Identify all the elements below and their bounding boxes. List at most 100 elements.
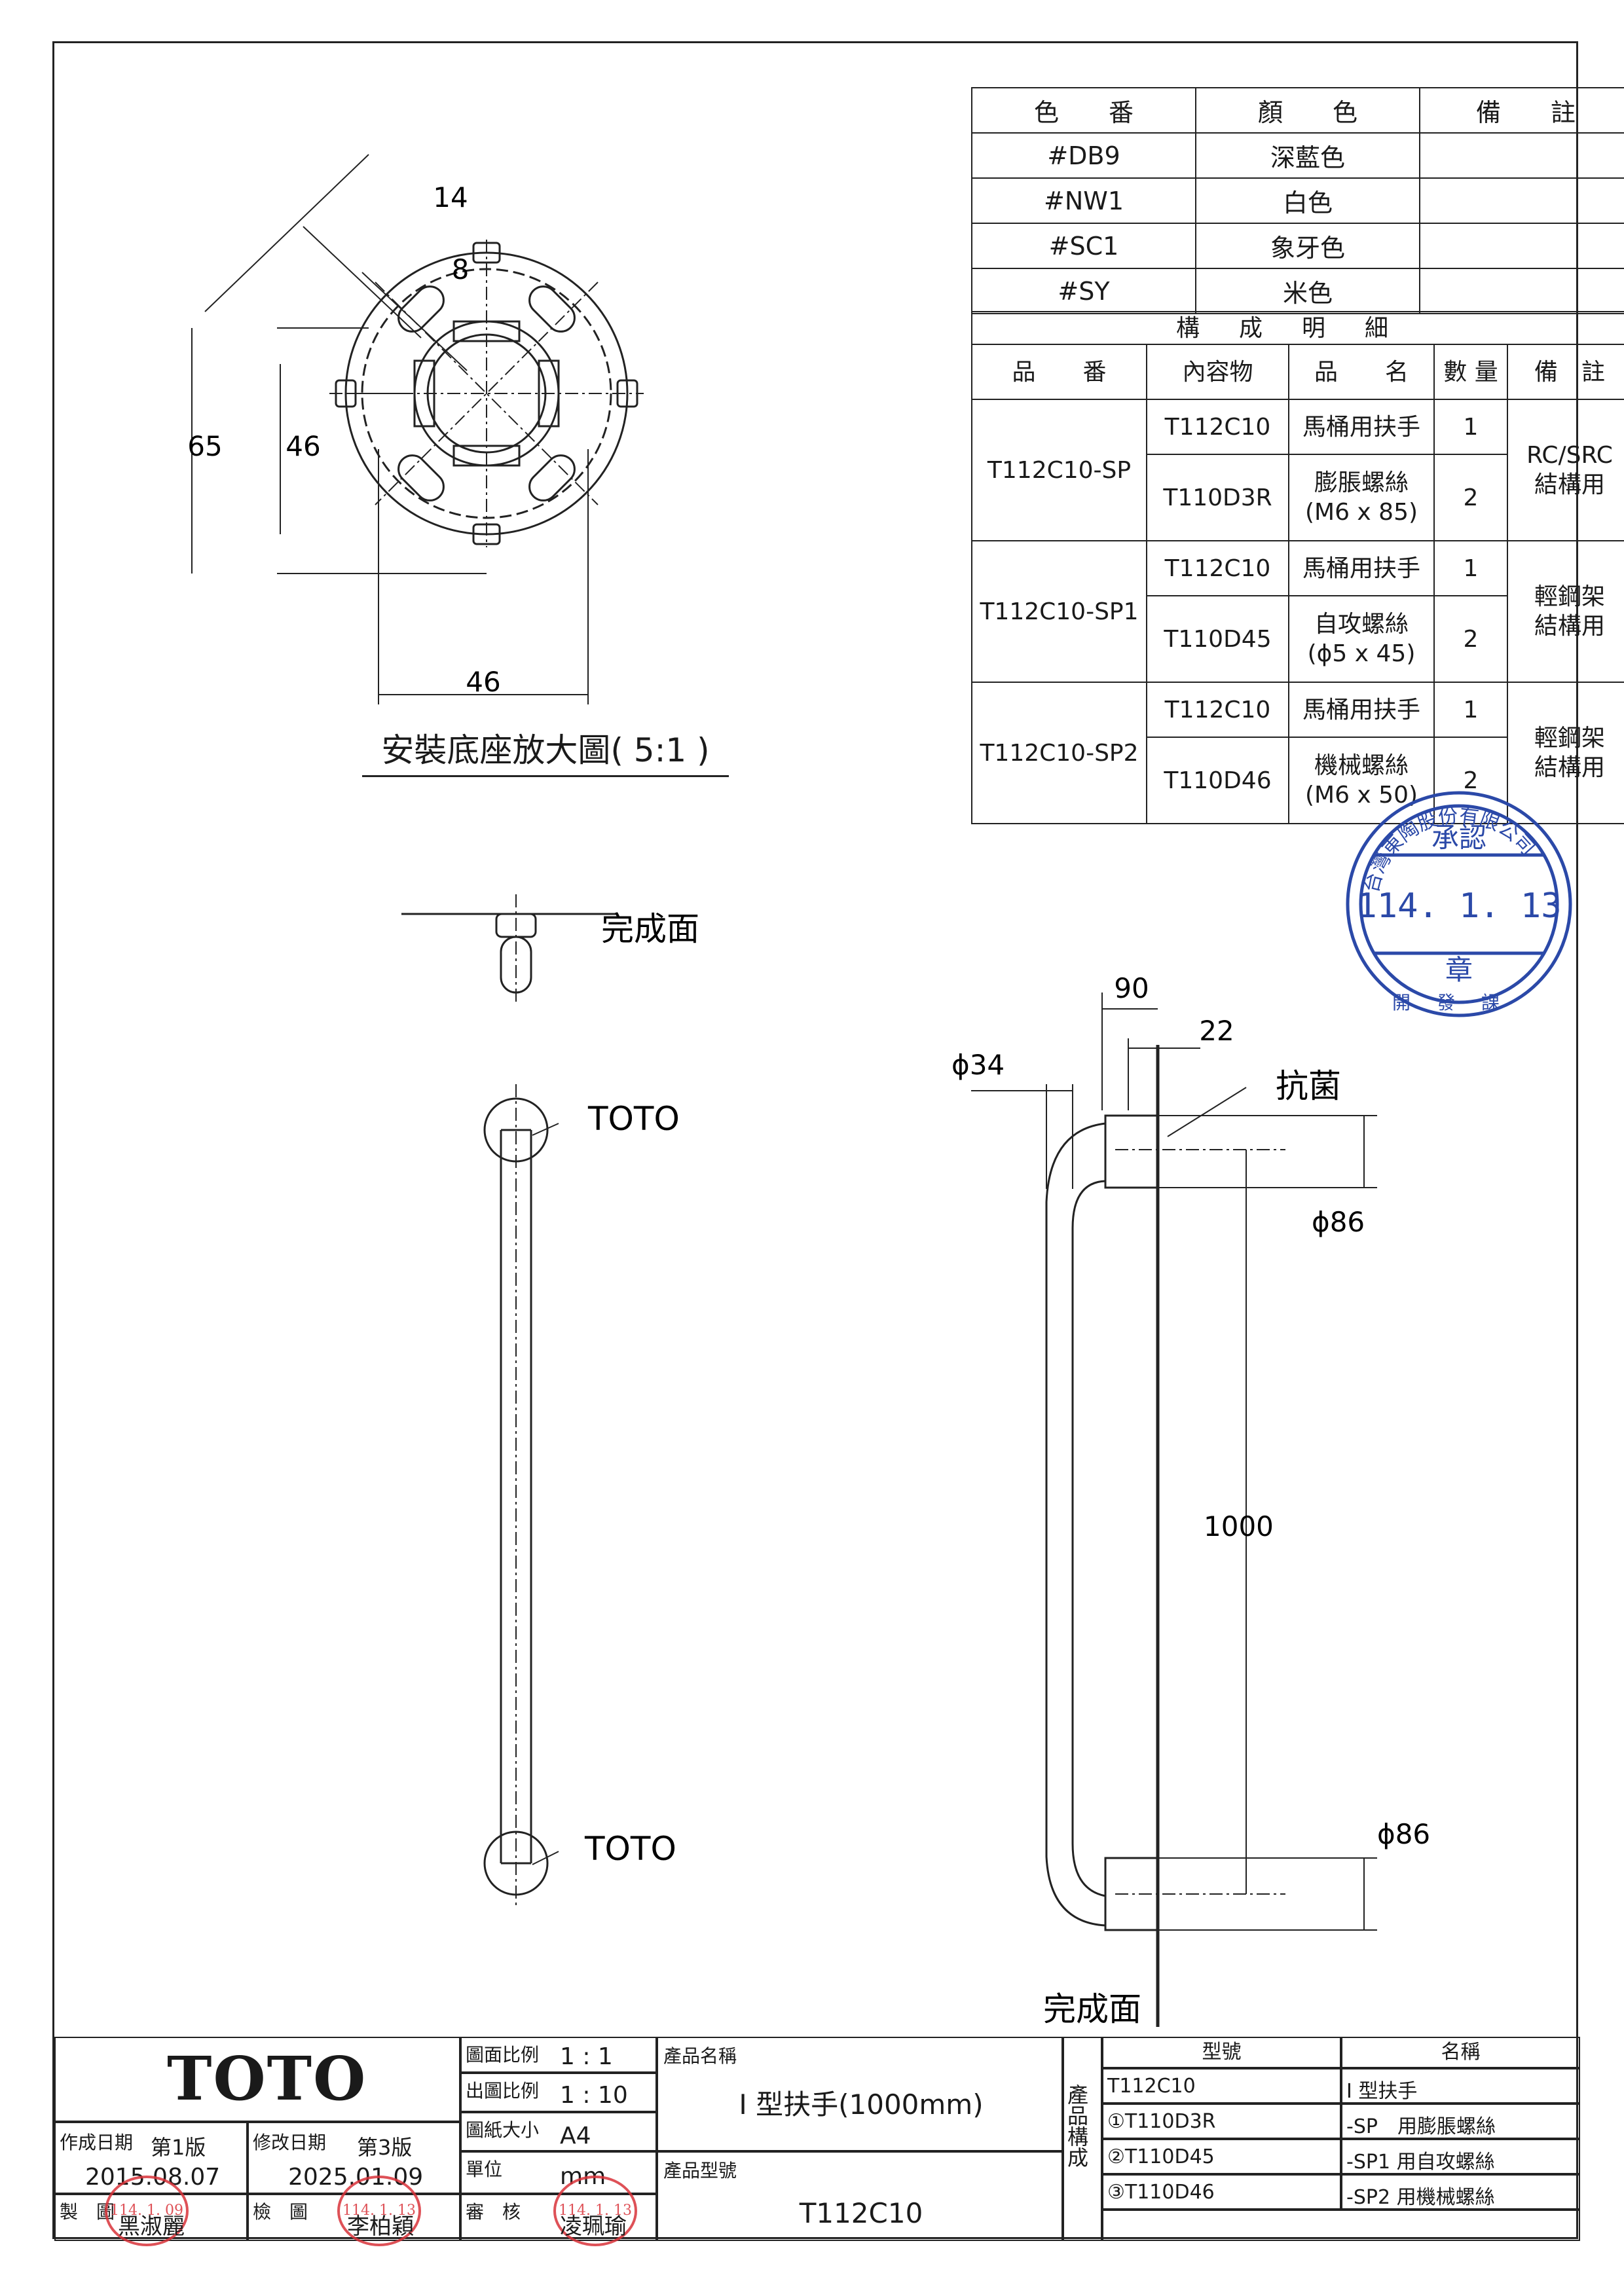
- part-name: 馬桶用扶手: [1288, 399, 1435, 455]
- scale-value: 1 : 1: [560, 2043, 613, 2070]
- print-scale-label: 出圖比例: [466, 2080, 540, 2102]
- color-code-header: 色 番: [971, 87, 1196, 134]
- base-detail-drawing: 65 46 46 14 8: [187, 154, 644, 704]
- checked-label: 檢 圖: [253, 2201, 308, 2223]
- parts-name-header: 名稱: [1341, 2037, 1580, 2068]
- brand-cell: TOTO: [54, 2037, 460, 2122]
- approved-label: 審 核: [466, 2201, 521, 2223]
- product-name-label: 產品名稱: [663, 2045, 737, 2067]
- table-row: T112C10-SP2 T112C10 馬桶用扶手 1 輕鋼架 結構用: [971, 682, 1624, 824]
- color-note: [1419, 268, 1624, 314]
- toto-logo: TOTO: [167, 2043, 367, 2114]
- scale-cell: 圖面比例 1 : 1: [460, 2037, 657, 2073]
- color-name: 深藍色: [1195, 132, 1420, 179]
- parts-model: ③T110D46: [1102, 2174, 1341, 2210]
- parts-name: I 型扶手: [1341, 2068, 1580, 2104]
- stamp-top-word: 承認: [1431, 822, 1486, 854]
- front-finish-surface-label: 完成面: [601, 910, 699, 948]
- part-quantity: 1: [1433, 682, 1508, 738]
- dim-22: 22: [1199, 1015, 1234, 1047]
- parts-empty-row: [1102, 2210, 1580, 2241]
- set-model: T112C10-SP2: [971, 682, 1147, 824]
- dim-65: 65: [187, 430, 222, 462]
- quantity-header: 數 量: [1433, 344, 1508, 400]
- drawn-cell: 製 圖 114. 1. 09 黑淑麗: [54, 2176, 248, 2246]
- color-name: 白色: [1195, 177, 1420, 224]
- part-number: T112C10: [1146, 399, 1289, 455]
- approved-cell: 審 核 114. 1. 13 凌珮瑜: [460, 2176, 657, 2246]
- color-code: #NW1: [971, 177, 1196, 224]
- contents-header: 內容物: [1146, 344, 1289, 400]
- part-quantity: 2: [1433, 595, 1508, 683]
- scale-label: 圖面比例: [466, 2044, 540, 2066]
- dim-90: 90: [1114, 972, 1149, 1004]
- paper-size-value: A4: [560, 2123, 591, 2149]
- parts-model: T112C10: [1102, 2068, 1341, 2104]
- base-detail-caption: 安裝底座放大圖( 5:1 ): [362, 724, 729, 777]
- set-model: T112C10-SP1: [971, 540, 1147, 683]
- table-row: T110D45 自攻螺絲 (ϕ5 x 45) 2: [972, 595, 1624, 683]
- side-view-drawing: 90 22 ϕ34 抗菌 ϕ86 1000 ϕ86 完成面: [951, 972, 1430, 2027]
- stamp-bottom-word: 章: [1445, 954, 1473, 986]
- unit-cell: 單位 mm: [460, 2151, 657, 2194]
- composition-label: 產品構成: [1064, 2084, 1089, 2168]
- created-label: 作成日期: [60, 2132, 134, 2153]
- print-scale-value: 1 : 10: [560, 2082, 628, 2109]
- front-view-drawing: 完成面 TOTO TOTO: [401, 894, 699, 1909]
- part-quantity: 2: [1433, 737, 1508, 824]
- dim-14: 14: [433, 181, 468, 213]
- paper-size-label: 圖紙大小: [466, 2119, 540, 2141]
- composition-title: 構成明細: [971, 311, 1624, 345]
- set-note: RC/SRC 結構用: [1507, 399, 1624, 541]
- checked-cell: 檢 圖 114. 1. 13 李柏穎: [248, 2176, 460, 2246]
- color-note: [1419, 132, 1624, 179]
- part-quantity: 1: [1433, 540, 1508, 596]
- dim-pipe-diameter: ϕ34: [951, 1049, 1005, 1081]
- color-code: #SC1: [971, 223, 1196, 269]
- parts-model: ①T110D3R: [1102, 2104, 1341, 2139]
- unit-label: 單位: [466, 2159, 503, 2180]
- dim-46-vertical: 46: [286, 430, 320, 462]
- color-note: [1419, 177, 1624, 224]
- parts-name: -SP2 用機械螺絲: [1341, 2174, 1580, 2210]
- table-row: T112C10-SP T112C10 馬桶用扶手 1 RC/SRC 結構用: [971, 399, 1624, 541]
- parts-model: ②T110D45: [1102, 2139, 1341, 2174]
- revised-label: 修改日期: [253, 2132, 327, 2153]
- set-note: 輕鋼架 結構用: [1507, 682, 1624, 824]
- dim-8: 8: [452, 253, 470, 285]
- part-quantity: 2: [1433, 454, 1508, 541]
- part-number: T112C10: [1146, 540, 1289, 596]
- approved-seal: 114. 1. 13: [553, 2176, 637, 2246]
- note-header: 備 註: [1507, 344, 1624, 400]
- antibacterial-label: 抗菌: [1276, 1067, 1341, 1105]
- color-note-header: 備 註: [1419, 87, 1624, 134]
- approved-by: 凌珮瑜: [560, 2214, 627, 2240]
- part-number: T112C10: [1146, 682, 1289, 738]
- table-row: T110D3R 膨脹螺絲 (M6 x 85) 2: [972, 454, 1624, 541]
- stamp-dept: 開發課: [1392, 992, 1526, 1013]
- part-name: 自攻螺絲 (ϕ5 x 45): [1288, 595, 1435, 683]
- side-finish-surface-label: 完成面: [1043, 1990, 1141, 2027]
- part-quantity: 1: [1433, 399, 1508, 455]
- table-row: T112C10-SP1 T112C10 馬桶用扶手 1 輕鋼架 結構用: [971, 540, 1624, 683]
- product-model-label: 產品型號: [663, 2160, 737, 2181]
- product-model-cell: 產品型號 T112C10: [657, 2151, 1063, 2241]
- dim-46-horizontal: 46: [466, 666, 500, 698]
- drawn-by: 黑淑麗: [118, 2214, 185, 2240]
- dim-flange-top: ϕ86: [1312, 1206, 1365, 1238]
- parts-model-header: 型號: [1102, 2037, 1341, 2068]
- front-logo-label-top: TOTO: [587, 1100, 680, 1138]
- color-name: 米色: [1195, 268, 1420, 314]
- product-name-cell: 產品名稱 I 型扶手(1000mm): [657, 2037, 1063, 2151]
- approval-stamp: 台灣東陶股份有限公司 承認 114. 1. 13 章 開發課: [1346, 791, 1572, 1017]
- part-name-header: 品 名: [1288, 344, 1435, 400]
- dim-1000: 1000: [1204, 1510, 1274, 1542]
- product-model: T112C10: [799, 2197, 923, 2229]
- set-note: 輕鋼架 結構用: [1507, 540, 1624, 683]
- dim-flange-bottom: ϕ86: [1377, 1818, 1430, 1850]
- composition-label-cell: 產品構成: [1063, 2037, 1102, 2241]
